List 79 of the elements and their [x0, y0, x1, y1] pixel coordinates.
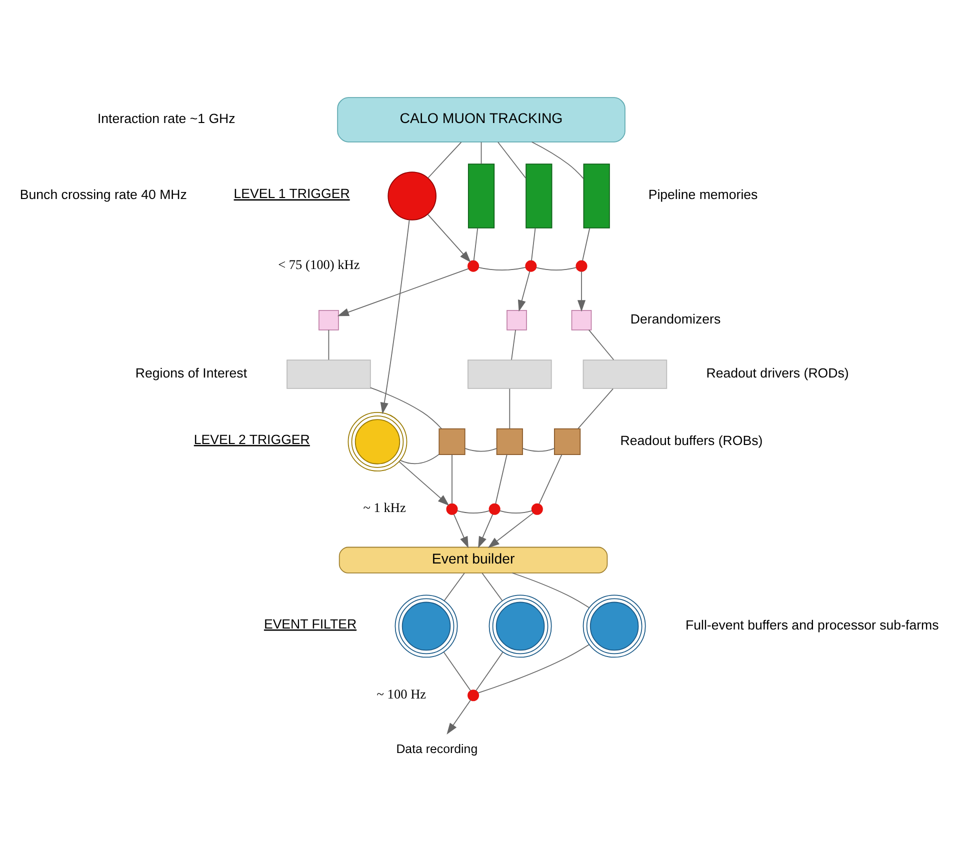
- node-circle: [488, 594, 552, 658]
- connector: [482, 572, 503, 601]
- node-circle: [446, 502, 458, 514]
- connector: [582, 227, 590, 261]
- connector: [531, 227, 536, 261]
- node-circle: [525, 260, 537, 272]
- node-circle: [394, 594, 458, 658]
- connector: [476, 651, 504, 691]
- node-text: Data recording: [396, 741, 478, 756]
- connector: [370, 386, 442, 429]
- label: ~ 1 kHz: [363, 500, 406, 515]
- node-box: [582, 359, 668, 388]
- node-circle: [531, 502, 543, 514]
- connector: [428, 141, 462, 178]
- connector: [478, 266, 526, 270]
- connector: [531, 141, 584, 178]
- arrow: [446, 699, 472, 734]
- label: Full-event buffers and processor sub-farms: [685, 616, 939, 632]
- node-box: [506, 309, 527, 330]
- connector: [536, 266, 577, 270]
- node-box: CALO MUON TRACKING: [337, 96, 626, 142]
- label: < 75 (100) kHz: [278, 256, 360, 272]
- arrow: [337, 268, 469, 316]
- node-box: [468, 359, 552, 388]
- node-circle: [348, 411, 408, 471]
- arrow: [398, 460, 450, 506]
- connector: [473, 227, 478, 261]
- node-circle: [582, 594, 646, 658]
- node-box: [286, 359, 371, 388]
- label: Interaction rate ~1 GHz: [97, 110, 236, 126]
- arrow: [518, 270, 530, 312]
- label: LEVEL 2 TRIGGER: [194, 431, 310, 446]
- connector: [499, 510, 532, 514]
- label: Readout buffers (ROBs): [620, 432, 763, 448]
- connector: [498, 141, 526, 178]
- node-bar: [468, 163, 495, 228]
- node-circle: [468, 260, 480, 272]
- label: Bunch crossing rate 40 MHz: [20, 186, 187, 202]
- connector: [509, 388, 510, 428]
- connector: [588, 329, 614, 360]
- node-box: [554, 428, 581, 454]
- connector: [464, 447, 498, 452]
- connector: [444, 572, 465, 601]
- connector: [400, 453, 440, 464]
- arrow: [478, 513, 494, 548]
- node-box: Event builder: [338, 546, 608, 573]
- arrow: [577, 270, 586, 312]
- label: Derandomizers: [630, 310, 721, 326]
- connector: [495, 454, 508, 504]
- connector: [538, 454, 562, 504]
- arrow: [453, 513, 468, 548]
- node-box: [438, 428, 466, 454]
- node-circle: [576, 260, 588, 272]
- node-box: [571, 309, 592, 330]
- node-circle: [488, 502, 500, 514]
- node-box: [496, 428, 523, 454]
- node-circle: [468, 689, 480, 701]
- node-bar: [526, 163, 552, 228]
- label: Regions of Interest: [135, 364, 248, 380]
- connector: [511, 329, 516, 360]
- connector: [578, 388, 614, 428]
- node-box: [318, 309, 339, 330]
- connector: [328, 329, 330, 360]
- node-circle: [388, 171, 436, 220]
- connector: [443, 651, 471, 691]
- label: ~ 100 Hz: [376, 686, 426, 701]
- arrow: [380, 218, 410, 414]
- label: LEVEL 1 TRIGGER: [234, 186, 350, 201]
- node-bar: [583, 163, 610, 228]
- connector: [512, 572, 590, 608]
- connector: [478, 644, 590, 693]
- arrow: [427, 214, 471, 262]
- connector: [522, 447, 555, 452]
- connector: [480, 141, 482, 164]
- label: EVENT FILTER: [264, 616, 357, 631]
- connector: [456, 510, 490, 514]
- label: Pipeline memories: [648, 186, 758, 202]
- arrow: [488, 512, 534, 548]
- label: Readout drivers (RODs): [706, 364, 849, 380]
